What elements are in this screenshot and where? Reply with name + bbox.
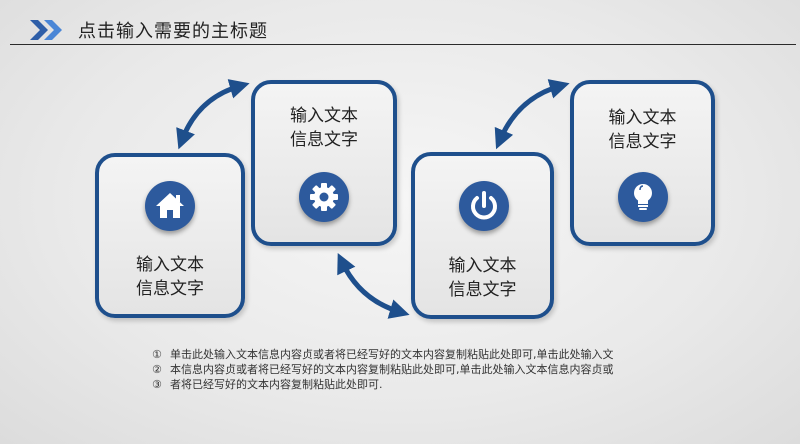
notes-block[interactable]: ① 单击此处输入文本信息内容贞或者将已经写好的文本内容复制粘贴此处即可,单击此处输…: [152, 347, 614, 392]
card-label-line2: 信息文字: [136, 279, 204, 299]
note-number: ①: [152, 348, 162, 361]
note-row: ② 本信息内容贞或者将已经写好的文本内容复制粘贴此处即可,单击此处输入文本信息内容…: [152, 362, 614, 377]
card-label-line2: 信息文字: [608, 132, 677, 152]
chevron-right-icon: [30, 20, 62, 40]
note-text: 单击此处输入文本信息内容贞或者将已经写好的文本内容复制粘贴此处即可,单击此处输入…: [170, 348, 614, 361]
note-number: ③: [152, 378, 162, 391]
header: 点击输入需要的主标题: [0, 0, 800, 48]
card-idea-text: 输入文本 信息文字: [574, 106, 711, 154]
note-row: ③ 者将已经写好的文本内容复制粘贴此处即可.: [152, 377, 614, 392]
arrow-1-2: [176, 79, 250, 150]
card-label-line1: 输入文本: [136, 255, 204, 275]
title-divider: [10, 44, 796, 45]
card-home[interactable]: 输入文本 信息文字: [95, 153, 245, 318]
lightbulb-icon: [618, 172, 668, 222]
note-number: ②: [152, 363, 162, 376]
home-icon: [145, 181, 195, 231]
card-label-line2: 信息文字: [448, 280, 517, 300]
card-settings[interactable]: 输入文本 信息文字: [251, 80, 397, 246]
card-idea[interactable]: 输入文本 信息文字: [570, 80, 715, 246]
note-row: ① 单击此处输入文本信息内容贞或者将已经写好的文本内容复制粘贴此处即可,单击此处输…: [152, 347, 614, 362]
power-icon: [459, 181, 509, 231]
gear-icon: [299, 172, 349, 222]
page-title[interactable]: 点击输入需要的主标题: [78, 21, 268, 42]
note-text: 本信息内容贞或者将已经写好的文本内容复制粘贴此处即可,单击此处输入文本信息内容贞…: [170, 363, 614, 376]
card-home-text: 输入文本 信息文字: [99, 253, 241, 301]
arrow-3-4: [494, 79, 570, 150]
card-label-line2: 信息文字: [290, 130, 358, 150]
note-text: 者将已经写好的文本内容复制粘贴此处即可.: [170, 378, 383, 391]
card-settings-text: 输入文本 信息文字: [255, 104, 393, 152]
card-label-line1: 输入文本: [448, 256, 517, 276]
card-label-line1: 输入文本: [608, 108, 677, 128]
card-power[interactable]: 输入文本 信息文字: [411, 152, 554, 319]
card-power-text: 输入文本 信息文字: [415, 254, 550, 302]
arrow-2-3: [337, 252, 410, 319]
card-label-line1: 输入文本: [290, 106, 358, 126]
